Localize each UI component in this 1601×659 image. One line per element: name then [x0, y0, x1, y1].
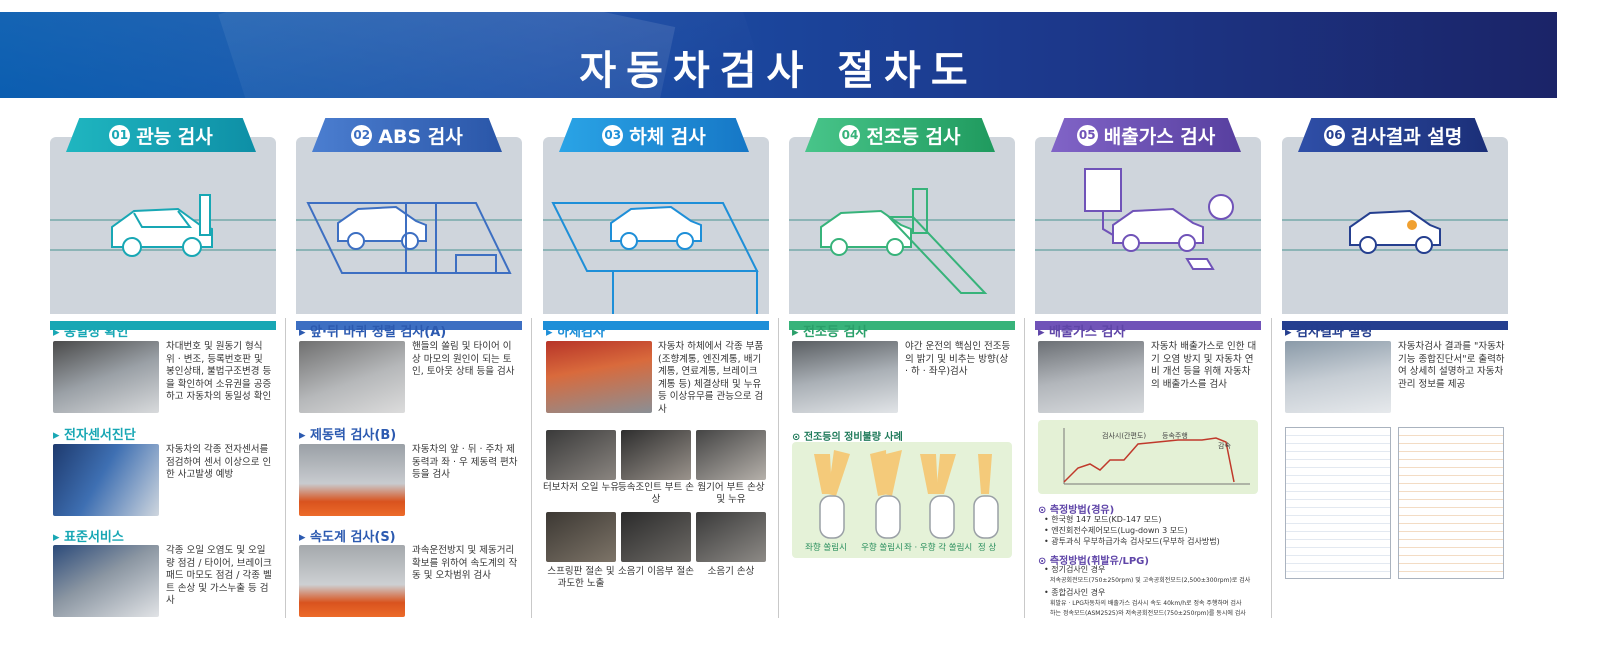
section-desc: 핸들의 쏠림 및 타이어 이상 마모의 원인이 되는 토인, 토아웃 상태 등을…: [412, 341, 515, 377]
step-label: 배출가스 검사: [1103, 125, 1216, 148]
step-number: 01: [109, 124, 131, 146]
section-title: ▸ 동일성 확인: [53, 325, 129, 340]
defect-caption: 등속조인트 부트 손상: [618, 482, 694, 505]
defect-caption: 스프링판 절손 및 과도한 노출: [547, 566, 615, 589]
defect-photo: [696, 512, 766, 562]
step-number: 04: [839, 124, 861, 146]
sub-heading: ⊙ 전조등의 정비불량 사례: [792, 432, 903, 443]
emission-chart-panel: 검사시(간편도) 등속주행 감속: [1038, 420, 1258, 494]
diagnosis-report-page-2: [1398, 427, 1504, 579]
title-banner: 자동차검사 절차도: [0, 12, 1557, 98]
defect-caption: 소음기 이음부 절손: [618, 566, 694, 577]
column-divider: [531, 318, 532, 618]
section-title: ▸ 표준서비스: [53, 530, 124, 545]
case-label: 정 상: [977, 543, 997, 553]
section-desc: 각종 오일 오염도 및 오일량 점검 / 타이어, 브레이크 패드 마모도 점검…: [166, 545, 272, 606]
section-title: ▸ 제동력 검사(B): [299, 428, 397, 443]
page-title: 자동차검사 절차도: [579, 48, 978, 94]
step-5-tab: 05 배출가스 검사: [1051, 118, 1241, 152]
step-label: 하체 검사: [629, 125, 706, 148]
section-desc: 자동차 배출가스로 인한 대기 오염 방지 및 자동차 연비 개선 등을 위해 …: [1151, 341, 1257, 390]
sub-heading: ⊙ 측정방법(휘발유/LPG): [1038, 556, 1149, 567]
column-divider: [1024, 318, 1025, 618]
chart-label: 감속: [1218, 442, 1231, 450]
section-title: ▸ 전조등 검사: [792, 325, 868, 340]
column-divider: [285, 318, 286, 618]
section-title: ▸ 속도계 검사(S): [299, 530, 396, 545]
step-4-illustration: [789, 137, 1015, 330]
diagnosis-report-page-1: [1285, 427, 1391, 579]
case-label: 좌향 쏠림시: [805, 543, 847, 553]
engine-inspection-photo: [53, 341, 159, 413]
step-4-tab: 04 전조등 검사: [805, 118, 995, 152]
headlight-test-photo: [792, 341, 898, 413]
defect-caption: 웜기어 부트 손상 및 누유: [697, 482, 765, 505]
method-item: • 정기검사인 경우: [1044, 565, 1106, 574]
step-label: 전조등 검사: [866, 125, 961, 148]
step-3-illustration: [543, 137, 769, 330]
section-desc: 자동차검사 결과를 "자동차 기능 종합진단서"로 출력하여 상세히 설명하고 …: [1398, 341, 1505, 390]
step-label: 관능 검사: [136, 125, 213, 148]
section-desc: 야간 운전의 핵심인 전조등의 밝기 및 비추는 방향(상 · 하 · 좌우)검…: [905, 341, 1011, 377]
brake-test-photo: [299, 444, 405, 516]
step-label: 검사결과 설명: [1350, 125, 1463, 148]
section-title: ▸ 검사결과 설명: [1285, 325, 1373, 340]
step-6-illustration: [1282, 137, 1508, 330]
section-title: ▸ 하체검사: [546, 325, 605, 340]
wheel-alignment-photo: [299, 341, 405, 413]
emission-test-photo: [1038, 341, 1144, 413]
section-desc: 자동차의 각종 전자센서를 점검하여 센서 이상으로 인한 사고발생 예방: [166, 444, 272, 480]
defect-photo: [696, 430, 766, 480]
method-item: 휘발유 · LPG차동차의 배출가스 검사시 속도 40km/h로 정속 주행하…: [1050, 600, 1242, 607]
section-title: ▸ 배출가스 검사: [1038, 325, 1126, 340]
step-1-tab: 01 관능 검사: [66, 118, 256, 152]
defect-caption: 소음기 손상: [707, 566, 755, 577]
method-item: • 종합검사인 경우: [1044, 588, 1106, 597]
step-number: 05: [1076, 124, 1098, 146]
case-label: 좌 · 우향 각 쏠림시: [904, 543, 973, 553]
standard-service-photo: [53, 545, 159, 617]
method-item: • 엔진회전수제어모드(Lug-down 3 모드): [1044, 526, 1188, 535]
sensor-diagnosis-photo: [53, 444, 159, 516]
defect-photo: [621, 430, 691, 480]
method-item: • 한국형 147 모드(KD-147 모드): [1044, 515, 1162, 524]
headlight-defect-panel: 좌향 쏠림시 우향 쏠림시 좌 · 우향 각 쏠림시 정 상: [792, 442, 1012, 558]
case-label: 우향 쏠림시: [861, 543, 903, 553]
speedometer-test-photo: [299, 545, 405, 617]
chart-label: 등속주행: [1162, 432, 1188, 440]
section-title: ▸ 전자센서진단: [53, 428, 136, 443]
step-6-tab: 06 검사결과 설명: [1298, 118, 1488, 152]
section-desc: 자동차의 앞 · 뒤 · 주차 제동력과 좌 · 우 제동력 편차 등을 검사: [412, 444, 518, 480]
chart-label: 검사시(간편도): [1102, 432, 1147, 440]
defect-photo: [546, 512, 616, 562]
step-number: 06: [1323, 124, 1345, 146]
method-item: 저속공회전모드(750±250rpm) 및 고속공회전모드(2,500±300r…: [1050, 577, 1251, 584]
step-2-illustration: [296, 137, 522, 330]
sub-heading: ⊙ 측정방법(경유): [1038, 505, 1115, 516]
column-divider: [1271, 318, 1272, 618]
section-desc: 차대번호 및 원동기 형식 위 · 변조, 등록번호판 및 봉인상태, 불법구조…: [166, 341, 272, 402]
step-number: 03: [602, 124, 624, 146]
defect-caption: 터보차저 오일 누유: [543, 482, 619, 493]
section-desc: 자동차 하체에서 각종 부품(조향계통, 엔진계통, 배기계통, 연료계통, 브…: [658, 341, 764, 415]
section-desc: 과속운전방지 및 제동거리 확보를 위하여 속도계의 작동 및 오차범위 검사: [412, 545, 518, 581]
step-2-tab: 02 ABS 검사: [312, 118, 502, 152]
undercarriage-photo: [546, 341, 652, 413]
step-label: ABS 검사: [378, 125, 463, 148]
defect-photo: [621, 512, 691, 562]
method-item: • 광투과식 무부하급가속 검사모드(무부하 검사방법): [1044, 537, 1220, 546]
result-explanation-photo: [1285, 341, 1391, 413]
method-item: 하는 정속모드(ASM2525)와 저속공회전모드(750±250rpm)를 동…: [1050, 610, 1246, 617]
step-number: 02: [351, 124, 373, 146]
defect-photo: [546, 430, 616, 480]
step-5-illustration: [1035, 137, 1261, 330]
step-1-illustration: [50, 137, 276, 330]
section-title: ▸ 앞·뒤 바퀴 정렬 검사(A): [299, 325, 447, 340]
column-divider: [778, 318, 779, 618]
step-3-tab: 03 하체 검사: [559, 118, 749, 152]
